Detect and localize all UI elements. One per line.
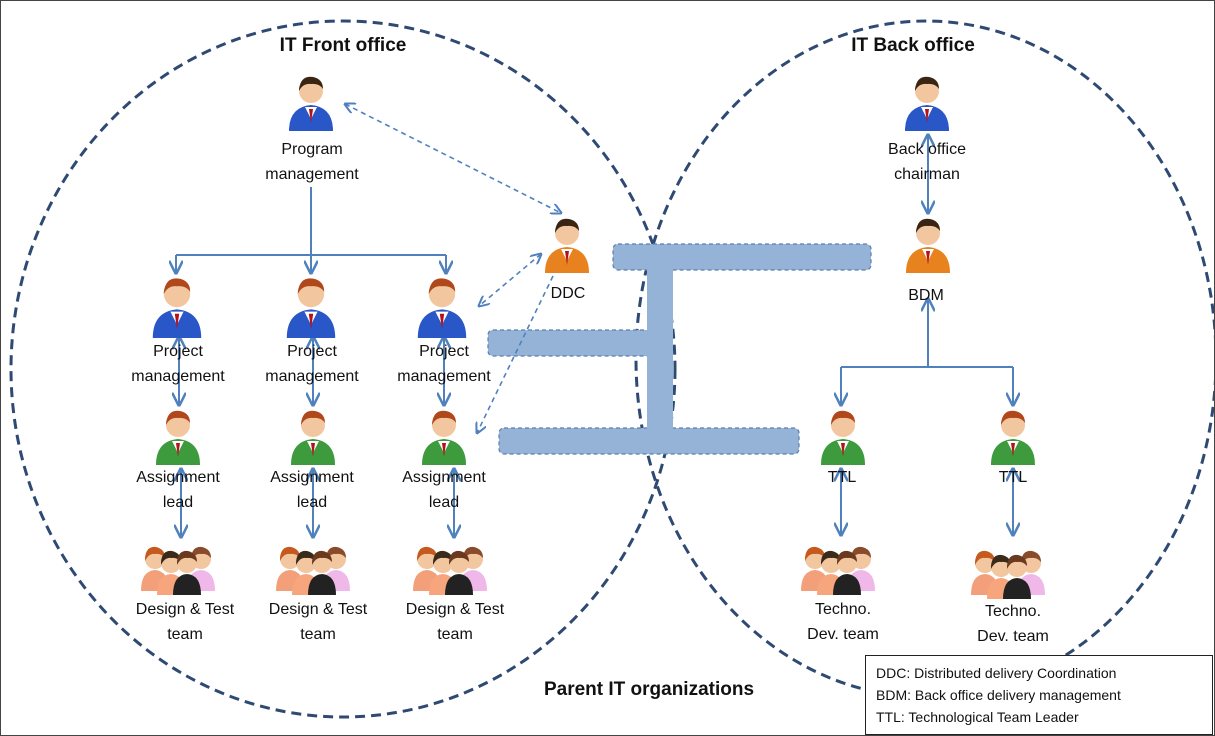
techno-dev-team-icon-1 (801, 546, 875, 595)
front-office-circle (9, 19, 677, 719)
ttl-icon-2 (991, 410, 1035, 465)
assignment-lead-label-3: Assignment lead (402, 469, 486, 511)
back-office-chairman-label: Back office chairman (888, 141, 966, 183)
assignment-lead-label-2: Assignment lead (270, 469, 354, 511)
techno-dev-team-label-2: Techno. Dev. team (977, 603, 1049, 645)
legend-box: DDC: Distributed delivery Coordination B… (865, 655, 1213, 735)
bridge-bars (487, 243, 872, 455)
ttl-label-1: TTL (827, 469, 857, 486)
bdm-label: BDM (908, 287, 944, 304)
program-management-label: Program management (265, 141, 359, 183)
bridge-bar-middle (487, 329, 667, 357)
parent-organizations-title: Parent IT organizations (543, 679, 755, 700)
program-manager-icon (289, 76, 333, 131)
assignment-lead-icon-3 (422, 410, 466, 465)
front-hierarchy-lines (176, 187, 454, 537)
bridge-bar-top (612, 243, 872, 271)
ddc-coordinator-icon (545, 218, 589, 273)
bridge-bar-vertical (647, 246, 673, 452)
legend-item-ttl: TTL: Technological Team Leader (876, 709, 1079, 725)
front-office-title: IT Front office (279, 35, 407, 56)
ddc-label: DDC (550, 285, 586, 302)
ttl-icon-1 (821, 410, 865, 465)
project-manager-icon-3 (417, 278, 467, 338)
assignment-lead-icon-1 (156, 410, 200, 465)
people-icons (141, 76, 1045, 599)
design-test-team-icon-1 (141, 546, 215, 595)
project-manager-icon-1 (152, 278, 202, 338)
back-office-title: IT Back office (851, 35, 975, 56)
design-test-team-label-3: Design & Test team (405, 601, 505, 643)
design-test-team-label-1: Design & Test team (135, 601, 235, 643)
project-management-label-1: Project management (131, 343, 225, 385)
back-office-circle (634, 19, 1214, 699)
techno-dev-team-label-1: Techno. Dev. team (807, 601, 879, 643)
assignment-lead-label-1: Assignment lead (136, 469, 220, 511)
legend-item-bdm: BDM: Back office delivery management (876, 687, 1121, 703)
bdm-icon (906, 218, 950, 273)
design-test-team-icon-2 (276, 546, 350, 595)
back-office-chairman-icon (905, 76, 949, 131)
design-test-team-icon-3 (413, 546, 487, 595)
back-hierarchy-lines (841, 135, 1013, 535)
project-management-label-3: Project management (397, 343, 491, 385)
ddc-dashed-links (345, 104, 561, 433)
ttl-label-2: TTL (998, 469, 1028, 486)
techno-dev-team-icon-2 (971, 550, 1045, 599)
project-manager-icon-2 (286, 278, 336, 338)
legend-item-ddc: DDC: Distributed delivery Coordination (876, 665, 1117, 681)
project-management-label-2: Project management (265, 343, 359, 385)
assignment-lead-icon-2 (291, 410, 335, 465)
design-test-team-label-2: Design & Test team (268, 601, 368, 643)
